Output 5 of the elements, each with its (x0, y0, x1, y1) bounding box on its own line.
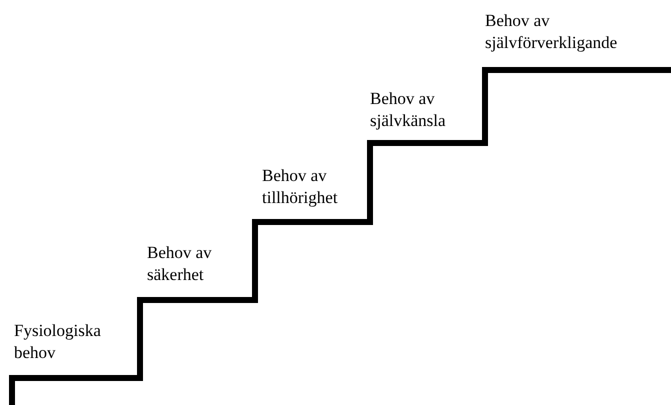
step-label: Behov av tillhörighet (262, 165, 339, 209)
step-label: Behov av självkänsla (370, 88, 447, 132)
step-label: Behov av självförverkligande (485, 10, 618, 54)
step-label: Behov av säkerhet (147, 242, 213, 286)
step-label: Fysiologiska behov (14, 320, 102, 364)
